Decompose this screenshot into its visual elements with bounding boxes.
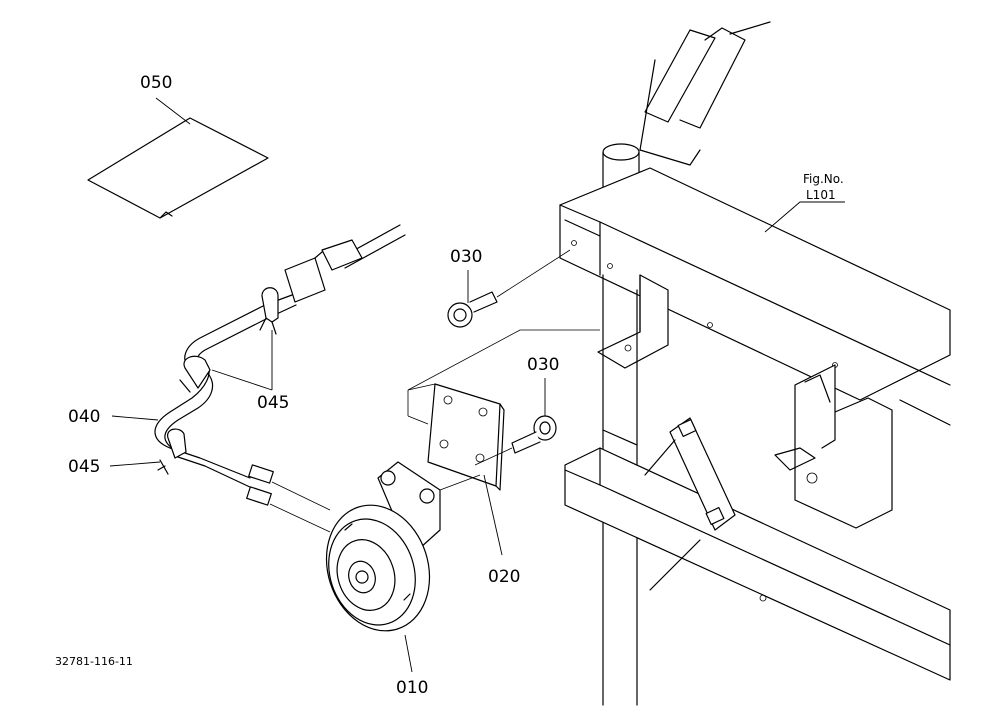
- callout-020: 020: [488, 567, 520, 587]
- part-030-bolts: [447, 249, 571, 466]
- callout-030-lower: 030: [527, 355, 559, 375]
- callout-045-lower: 045: [68, 457, 100, 477]
- callout-050: 050: [140, 73, 172, 93]
- callout-010: 010: [396, 678, 428, 698]
- frame-assembly: [559, 21, 951, 706]
- part-045-clamps: [109, 287, 279, 475]
- fig-ref-label: Fig.No.: [803, 172, 844, 186]
- callout-040: 040: [68, 407, 100, 427]
- callout-045-upper: 045: [257, 393, 289, 413]
- callout-030-upper: 030: [450, 247, 482, 267]
- part-040-wire-harness: [111, 224, 406, 533]
- part-010-horn: [325, 461, 441, 673]
- fig-ref-number: L101: [806, 188, 836, 202]
- part-050-label-sheet: [87, 97, 269, 219]
- drawing-number: 32781-116-11: [55, 655, 133, 668]
- fig-ref-leader: [764, 201, 845, 233]
- part-020-bracket-plate: [407, 329, 600, 556]
